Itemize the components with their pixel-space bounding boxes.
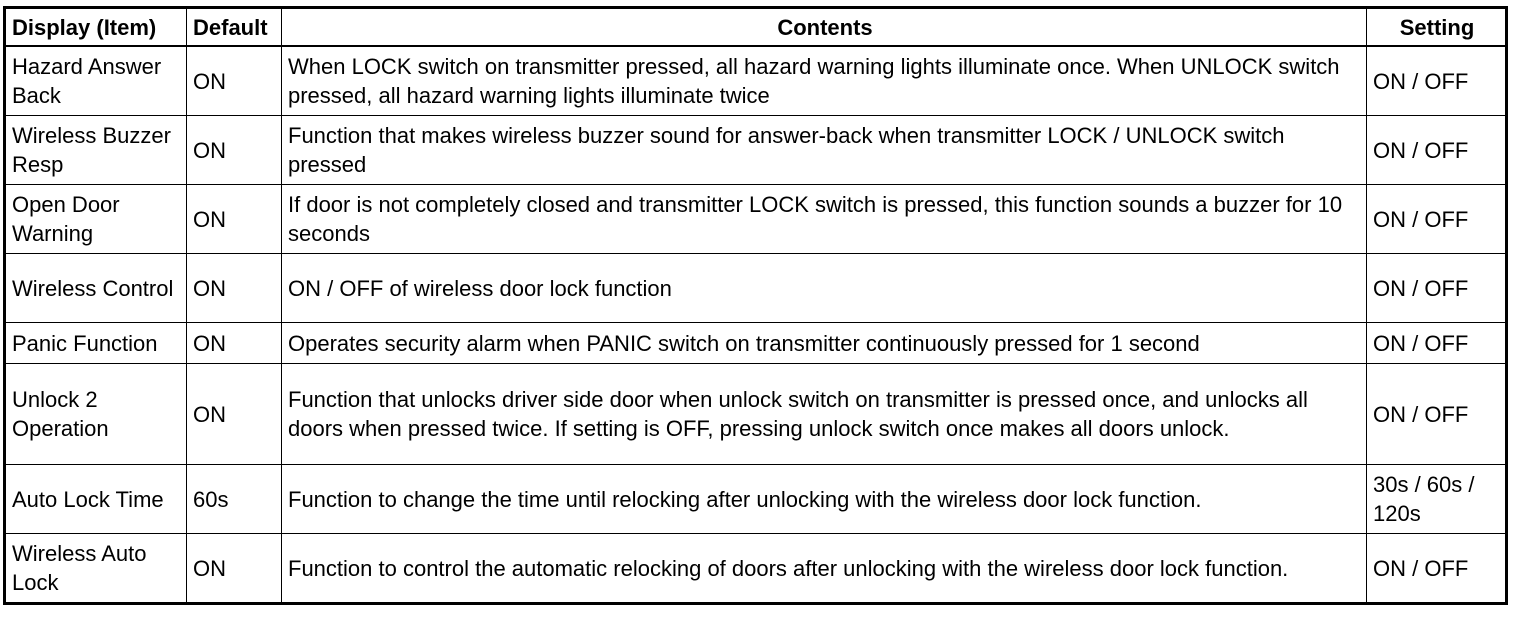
table-row: Auto Lock Time 60s Function to change th… bbox=[4, 464, 1507, 534]
contents-cell: ON / OFF of wireless door lock function bbox=[281, 253, 1367, 323]
default-cell: ON bbox=[186, 45, 282, 116]
setting-cell: ON / OFF bbox=[1366, 45, 1507, 116]
contents-cell: Function to change the time until relock… bbox=[281, 464, 1367, 534]
header-item: Display (Item) bbox=[4, 7, 187, 47]
settings-table: Display (Item) Default Contents Setting … bbox=[3, 6, 1508, 605]
default-cell: ON bbox=[186, 533, 282, 604]
table-row: Wireless Control ON ON / OFF of wireless… bbox=[4, 253, 1507, 323]
contents-cell: Function to control the automatic relock… bbox=[281, 533, 1367, 604]
contents-cell: When LOCK switch on transmitter pressed,… bbox=[281, 45, 1367, 116]
setting-cell: ON / OFF bbox=[1366, 533, 1507, 604]
setting-cell: ON / OFF bbox=[1366, 253, 1507, 323]
table-row: Panic Function ON Operates security alar… bbox=[4, 322, 1507, 364]
default-cell: ON bbox=[186, 253, 282, 323]
header-default: Default bbox=[186, 7, 282, 47]
table-row: Hazard Answer Back ON When LOCK switch o… bbox=[4, 45, 1507, 116]
contents-cell: If door is not completely closed and tra… bbox=[281, 184, 1367, 254]
default-cell: ON bbox=[186, 322, 282, 364]
item-cell: Wireless Auto Lock bbox=[4, 533, 187, 604]
table-row: Wireless Auto Lock ON Function to contro… bbox=[4, 533, 1507, 604]
table-header-row: Display (Item) Default Contents Setting bbox=[4, 7, 1507, 47]
setting-cell: ON / OFF bbox=[1366, 363, 1507, 465]
default-cell: ON bbox=[186, 184, 282, 254]
default-cell: ON bbox=[186, 363, 282, 465]
contents-cell: Function that unlocks driver side door w… bbox=[281, 363, 1367, 465]
item-cell: Wireless Control bbox=[4, 253, 187, 323]
setting-cell: ON / OFF bbox=[1366, 184, 1507, 254]
setting-cell: ON / OFF bbox=[1366, 322, 1507, 364]
default-cell: 60s bbox=[186, 464, 282, 534]
header-contents: Contents bbox=[281, 7, 1367, 47]
contents-cell: Function that makes wireless buzzer soun… bbox=[281, 115, 1367, 185]
setting-cell: ON / OFF bbox=[1366, 115, 1507, 185]
item-cell: Unlock 2 Operation bbox=[4, 363, 187, 465]
header-setting: Setting bbox=[1366, 7, 1507, 47]
item-cell: Auto Lock Time bbox=[4, 464, 187, 534]
item-cell: Wireless Buzzer Resp bbox=[4, 115, 187, 185]
item-cell: Hazard Answer Back bbox=[4, 45, 187, 116]
item-cell: Open Door Warning bbox=[4, 184, 187, 254]
default-cell: ON bbox=[186, 115, 282, 185]
contents-cell: Operates security alarm when PANIC switc… bbox=[281, 322, 1367, 364]
setting-cell: 30s / 60s / 120s bbox=[1366, 464, 1507, 534]
item-cell: Panic Function bbox=[4, 322, 187, 364]
table-row: Open Door Warning ON If door is not comp… bbox=[4, 184, 1507, 254]
table-row: Unlock 2 Operation ON Function that unlo… bbox=[4, 363, 1507, 465]
table-row: Wireless Buzzer Resp ON Function that ma… bbox=[4, 115, 1507, 185]
